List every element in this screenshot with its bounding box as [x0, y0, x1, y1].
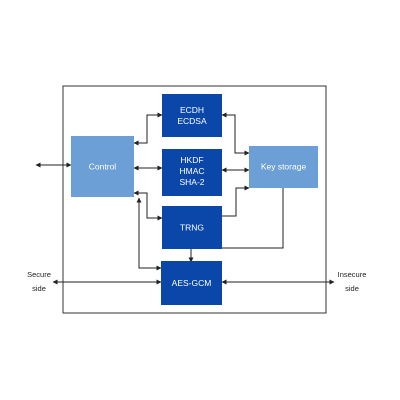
- control-ecdh-arrow: [133, 112, 163, 146]
- trng-keystorage-arrow: [222, 185, 250, 217]
- key-storage-block: Key storage: [249, 146, 318, 188]
- hmac-label: HMAC: [179, 166, 204, 176]
- ecdh-label: ECDH: [180, 105, 204, 115]
- secure-side-label-line1: Secure: [27, 270, 51, 279]
- aes-gcm-label: AES-GCM: [172, 278, 212, 288]
- control-aes-arrow: [136, 197, 162, 271]
- aes-gcm-block: AES-GCM: [161, 261, 222, 305]
- control-label: Control: [89, 162, 117, 172]
- secure-side-label-line2: side: [32, 284, 46, 293]
- ecdh-ecdsa-block: ECDH ECDSA: [162, 94, 222, 137]
- hkdf-label: HKDF: [180, 155, 203, 165]
- key-storage-label: Key storage: [261, 162, 307, 172]
- control-trng-arrow: [133, 190, 163, 221]
- ecdsa-label: ECDSA: [177, 116, 207, 126]
- hkdf-hmac-sha2-block: HKDF HMAC SHA-2: [162, 149, 222, 196]
- trng-label: TRNG: [180, 223, 204, 233]
- connectors: [35, 112, 335, 285]
- keystorage-aes-arrow: [188, 188, 284, 263]
- control-block: Control: [71, 136, 134, 197]
- trng-block: TRNG: [162, 206, 222, 249]
- insecure-side-label-line2: side: [345, 284, 359, 293]
- subsystem-frame: [62, 85, 327, 314]
- sha2-label: SHA-2: [179, 177, 204, 187]
- insecure-side-label-line1: Insecure: [338, 270, 367, 279]
- ecdh-keystorage-arrow: [221, 112, 250, 156]
